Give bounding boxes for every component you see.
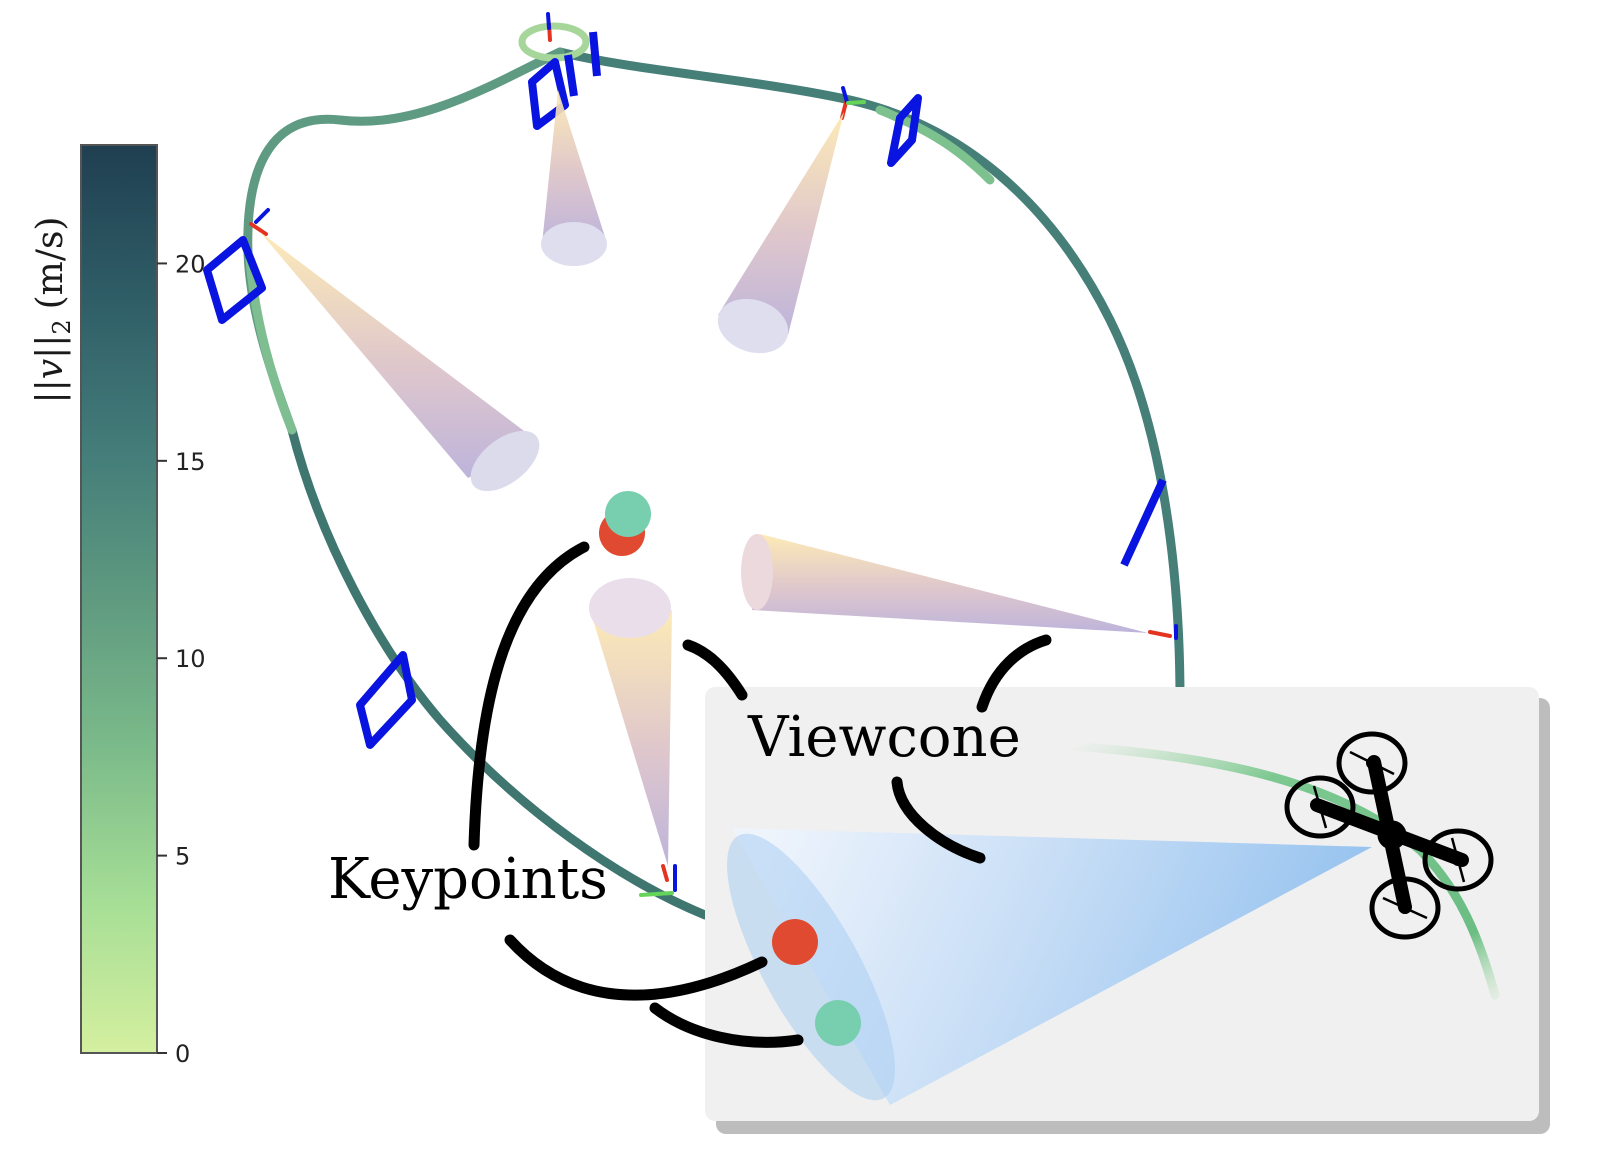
gate-1 [203,236,266,324]
rotor-top [1336,731,1408,795]
viewcone-4 [741,534,1148,633]
axis-red-4 [1148,630,1172,638]
axis-blue-2 [546,12,551,30]
leader-viewcone-to-main-right [976,634,1052,713]
viewcone-2-body [542,90,606,244]
leader-keypoints-to-inset [504,934,768,1001]
viewcone-3 [717,112,844,354]
inset-keypoint-red [772,919,818,965]
gates [203,31,1167,749]
axis-blue-3 [841,86,849,104]
trajectory-path [555,47,1185,725]
trajectory [243,22,1185,920]
rotor-bottom [1369,876,1441,940]
inset-keypoint-green [815,1000,861,1046]
gate-5 [356,651,416,749]
leader-keypoints-to-inset-green [649,1002,804,1048]
trajectory-highlight-right [875,105,995,185]
viewcone-5-body [590,610,672,866]
viewcone-1-body [260,232,536,478]
gate-4 [1120,478,1167,567]
gate-2 [528,58,569,130]
hub-right [1452,854,1464,866]
quadrotor-icon [1284,731,1494,940]
rotor-left [1284,775,1356,839]
rotor-right [1422,828,1494,892]
quadrotor-body [1377,820,1407,850]
keypoint-green [605,491,651,537]
keypoints-main [599,491,651,556]
hub-left [1314,801,1326,813]
viewcone-1 [260,232,540,492]
colorbar-tick-label: 5 [175,843,190,871]
axis-blue-1 [254,208,270,224]
viewcone-4-base [741,534,773,610]
viewcone-1-base [470,430,540,492]
rotor-hubs [1314,757,1464,914]
hub-top [1366,757,1378,769]
viewcone-2-base [541,222,607,266]
viewcone-2 [541,90,607,266]
leader-keypoints-to-main [468,541,590,851]
gate-3 [887,94,922,167]
colorbar-title-sub: 2 [48,319,76,334]
leader-viewcone-to-inset [891,776,986,864]
trajectory-loop [518,22,590,62]
colorbar-title-main: ||v|| [30,335,71,404]
leader-viewcone-to-main-left [682,639,748,701]
colorbar-tick-label: 15 [175,448,206,476]
inset-viewcone-body [732,828,1372,1105]
colorbar-title: ||v||2 (m/s) [30,217,76,404]
axis-red-5 [661,864,669,882]
colorbar-title-unit: (m/s) [30,217,71,310]
label-keypoints: Keypoints [328,847,608,912]
viewcones [260,90,1148,866]
colorbar-tick-label: 0 [175,1040,190,1068]
hub-bottom [1399,902,1411,914]
trajectory-highlight-left [245,255,297,435]
axis-green-5 [639,891,674,897]
colorbar-tick-label: 20 [175,250,206,278]
colorbar-tick-label: 10 [175,645,206,673]
viewcone-3-body [718,112,844,335]
gate-2c [589,31,601,77]
trajectory-path-left [287,425,710,920]
gate-2b [564,54,578,97]
viewcone-5-base [589,578,671,638]
axis-red-1 [249,222,268,236]
leader-lines [468,541,1052,1048]
colorbar-ticks: 0 5 10 15 20 [157,250,206,1068]
viewcone-5 [589,578,672,866]
viewcone-3-base [717,298,789,354]
colorbar: 0 5 10 15 20 ||v||2 (m/s) [30,144,206,1068]
viewcone-4-body [752,534,1148,633]
colorbar-bar [80,144,158,1054]
inset-panel [705,687,1550,1134]
label-viewcone: Viewcone [747,705,1021,770]
axis-green-3 [846,100,866,105]
